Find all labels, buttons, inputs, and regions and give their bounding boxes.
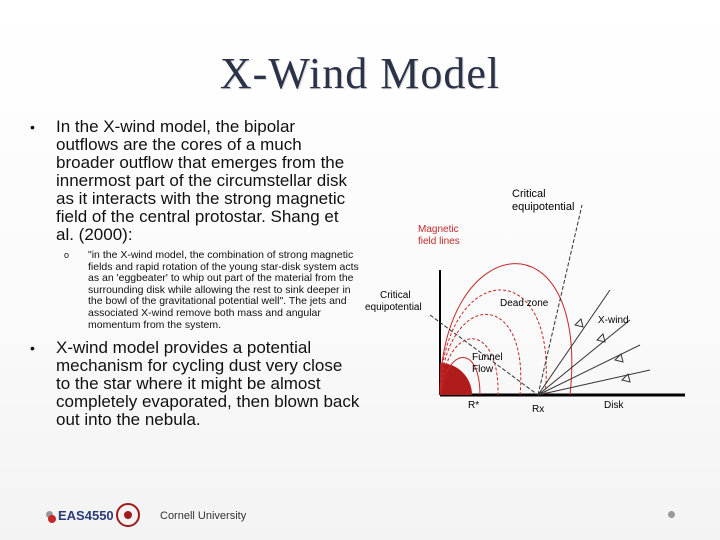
wind-line: [537, 344, 641, 396]
slide-title: X-Wind Model: [219, 49, 501, 98]
field-line: [439, 289, 547, 396]
field-line: [439, 313, 522, 396]
label-rstar: R*: [468, 400, 479, 411]
arrow-icon: [621, 373, 631, 383]
wind-line: [537, 369, 651, 396]
bullet-item: • X-wind model provides a potential mech…: [30, 339, 360, 429]
footer-dot: [668, 511, 675, 518]
arrow-icon: [574, 318, 584, 328]
bullet-text: In the X-wind model, the bipolar outflow…: [56, 117, 347, 244]
field-line: [439, 357, 481, 396]
cornell-seal-icon: [116, 503, 140, 527]
star-shape: [440, 363, 472, 395]
label-disk: Disk: [604, 400, 624, 411]
sub-bullet-text: "in the X-wind model, the combination of…: [88, 249, 359, 331]
bullet-marker: •: [30, 340, 35, 357]
footer-dot: [46, 511, 53, 518]
course-label: EAS4550: [58, 508, 114, 523]
arrow-icon: [596, 333, 606, 343]
label-dead-zone: Dead zone: [500, 298, 549, 309]
bullet-item: • In the X-wind model, the bipolar outfl…: [30, 118, 360, 244]
university-label: Cornell University: [160, 510, 247, 522]
bullet-list: • In the X-wind model, the bipolar outfl…: [30, 118, 360, 429]
sub-bullet-item: o "in the X-wind model, the combination …: [64, 249, 360, 331]
equipotential-line: [429, 314, 539, 396]
arrow-icon: [614, 353, 624, 363]
field-line: [439, 263, 573, 396]
footer: EAS4550 Cornell University: [0, 495, 720, 535]
sub-bullet-marker: o: [64, 250, 70, 260]
wind-line: [537, 289, 611, 396]
bullet-text: X-wind model provides a potential mechan…: [56, 338, 360, 430]
equipotential-line: [537, 204, 583, 396]
course-logo-icon: [48, 515, 56, 523]
label-rx: Rx: [532, 404, 544, 415]
label-xwind: X-wind: [598, 315, 629, 326]
wind-line: [537, 319, 631, 396]
bullet-marker: •: [30, 119, 35, 135]
